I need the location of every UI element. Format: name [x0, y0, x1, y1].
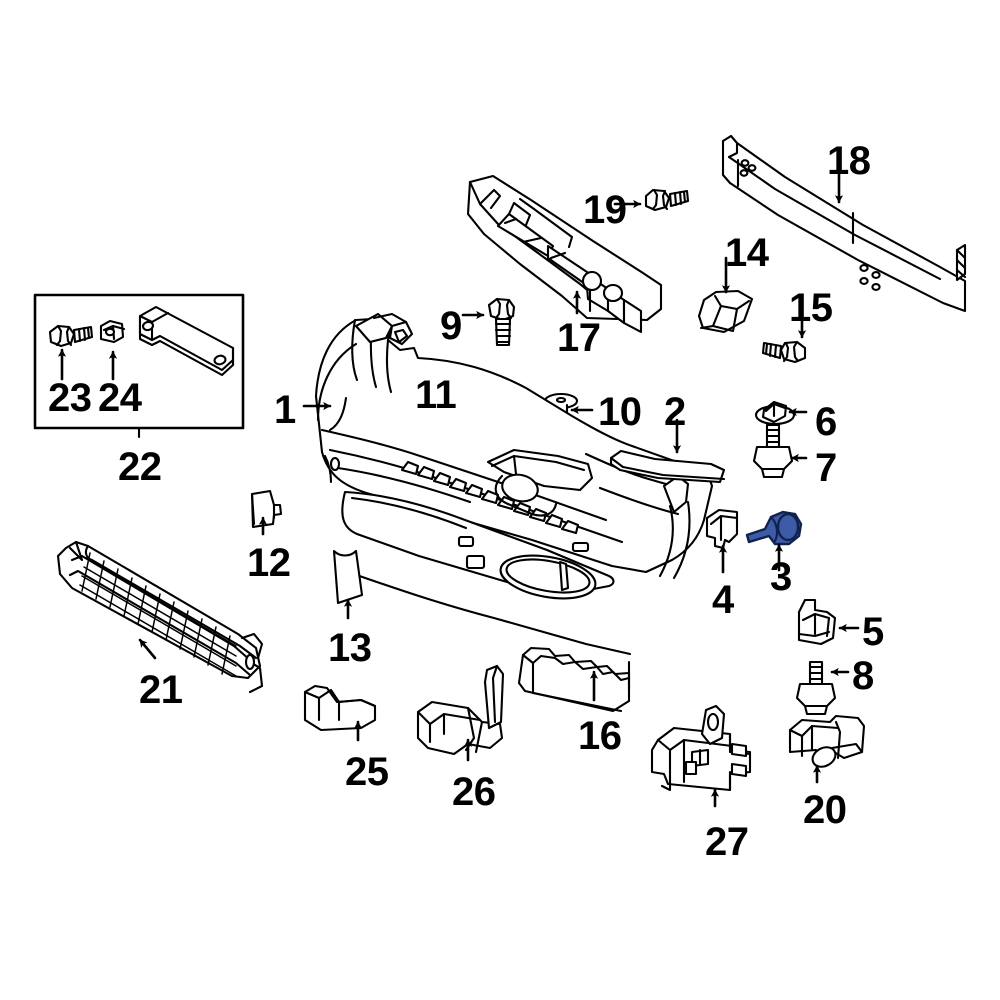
part-17-energy-absorber — [466, 174, 663, 334]
part-1-bumper-cover — [302, 312, 714, 656]
callout-label-12: 12 — [247, 541, 291, 585]
part-21-lower-grille — [56, 540, 264, 694]
callout-label-17: 17 — [557, 316, 601, 360]
part-4-side-retainer — [705, 508, 739, 574]
callout-label-16: 16 — [578, 714, 622, 758]
callout-label-19: 19 — [583, 188, 627, 232]
part-2-molding — [609, 418, 726, 484]
part-3-retainer-clip-highlighted — [745, 510, 803, 572]
callout-label-22: 22 — [118, 445, 162, 489]
callout-label-1: 1 — [274, 388, 296, 432]
callout-label-11: 11 — [415, 373, 457, 417]
part-24-nut — [99, 319, 126, 381]
part-15-bolt — [761, 311, 807, 364]
part-5-bracket-clip — [797, 598, 860, 646]
callout-label-2: 2 — [664, 390, 686, 434]
part-8-bolt — [795, 660, 850, 716]
callout-label-14: 14 — [725, 231, 769, 275]
part-16-lower-absorber — [517, 646, 631, 713]
callout-label-7: 7 — [815, 446, 837, 490]
part-18-reinforcement-beam — [721, 134, 967, 313]
callout-label-27: 27 — [705, 820, 749, 864]
callout-label-8: 8 — [852, 654, 874, 698]
callout-label-3: 3 — [770, 555, 792, 599]
callout-label-25: 25 — [345, 750, 389, 794]
callout-label-23: 23 — [48, 376, 92, 420]
callout-label-10: 10 — [598, 390, 642, 434]
part-14-bracket — [697, 256, 754, 334]
part-25-support — [303, 684, 377, 742]
part-7-bolt — [752, 423, 808, 479]
callout-label-24: 24 — [98, 376, 142, 420]
callout-label-26: 26 — [452, 770, 496, 814]
part-27-actuator — [650, 704, 752, 808]
callout-label-15: 15 — [789, 286, 833, 330]
part-13-filler — [332, 549, 364, 620]
callout-label-13: 13 — [328, 626, 372, 670]
part-26-bracket — [416, 664, 505, 762]
part-19-bolt — [613, 188, 690, 212]
callout-label-20: 20 — [803, 788, 847, 832]
callout-label-6: 6 — [815, 400, 837, 444]
part-20-parking-sensor — [788, 714, 866, 784]
callout-label-9: 9 — [440, 304, 462, 348]
part-23-bolt — [48, 324, 94, 381]
callout-label-21: 21 — [139, 668, 183, 712]
callout-label-18: 18 — [827, 139, 871, 183]
part-22-license-bracket — [138, 305, 235, 377]
callout-label-5: 5 — [862, 610, 884, 654]
part-12-small-bracket — [250, 489, 283, 536]
part-6-nut — [754, 400, 808, 426]
part-9-bolt — [461, 297, 516, 347]
callout-label-4: 4 — [712, 578, 734, 622]
